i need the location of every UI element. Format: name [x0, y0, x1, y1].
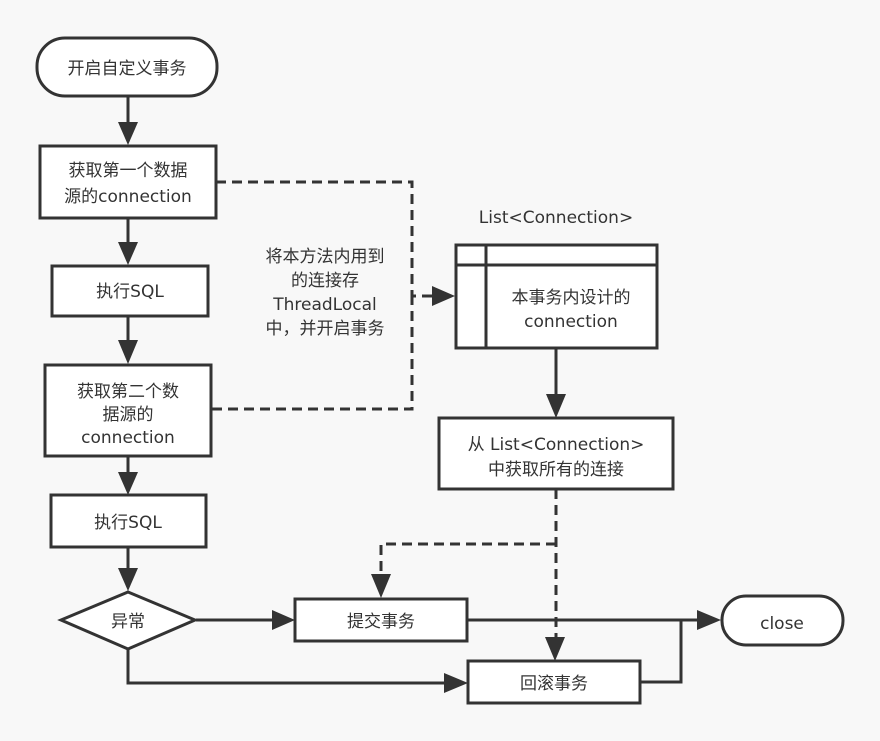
execute-sql-1-node[interactable]: 执行SQL	[50, 264, 210, 318]
get-connection-2-node[interactable]: 获取第二个数 据源的 connection	[43, 363, 213, 458]
arrowhead-right	[272, 610, 295, 630]
arrowhead-right	[444, 673, 468, 693]
arrowhead-down	[371, 574, 391, 598]
arrowhead-right	[697, 610, 721, 630]
rollback-transaction-node[interactable]: 回滚事务	[466, 659, 642, 705]
get-connection-1-label-line2: 源的connection	[64, 187, 192, 207]
exception-decision-label: 异常	[111, 612, 145, 632]
close-node[interactable]: close	[720, 594, 845, 647]
arrowheads	[118, 122, 721, 693]
edge-get-conn2-to-conn-list	[212, 296, 414, 411]
execute-sql-2-node[interactable]: 执行SQL	[49, 493, 208, 549]
fetch-all-connections-label-line2: 中获取所有的连接	[488, 460, 624, 480]
commit-transaction-label: 提交事务	[347, 612, 415, 632]
annotation-line1: 将本方法内用到	[266, 247, 385, 267]
dashed-edges	[212, 180, 558, 642]
rollback-transaction-label: 回滚事务	[520, 674, 588, 694]
annotation-line4: 中，并开启事务	[266, 319, 385, 339]
connection-list-node[interactable]: 本事务内设计的 connection	[454, 243, 659, 350]
start-node[interactable]: 开启自定义事务	[35, 36, 219, 98]
edge-exception-to-rollback	[126, 648, 452, 685]
annotation-line2: 的连接存	[291, 271, 359, 291]
threadlocal-annotation: 将本方法内用到 的连接存 ThreadLocal 中，并开启事务	[266, 247, 385, 339]
edges	[126, 96, 706, 685]
fetch-all-connections-node[interactable]: 从 List<Connection> 中获取所有的连接	[437, 416, 675, 491]
arrowhead-down	[118, 122, 138, 145]
edge-get-conn1-to-conn-list	[216, 180, 436, 298]
arrowhead-down	[118, 472, 138, 495]
arrowhead-down	[118, 568, 138, 591]
close-node-label: close	[760, 614, 804, 634]
fetch-all-connections-label-line1: 从 List<Connection>	[468, 435, 645, 455]
connection-list-label-line2: connection	[524, 312, 618, 332]
arrowhead-down	[118, 340, 138, 364]
get-connection-2-label-line1: 获取第二个数	[77, 382, 179, 402]
exception-decision-node[interactable]: 异常	[57, 590, 199, 651]
get-connection-2-label-line3: connection	[81, 428, 175, 448]
connection-list-title: List<Connection>	[479, 208, 633, 228]
edge-rollback-to-close	[640, 620, 683, 684]
arrowhead-down	[545, 637, 565, 661]
annotation-line3: ThreadLocal	[272, 295, 377, 315]
edge-fetch-all-to-commit	[379, 542, 556, 580]
commit-transaction-node[interactable]: 提交事务	[293, 597, 469, 643]
arrowhead-down	[118, 242, 138, 265]
get-connection-1-node[interactable]: 获取第一个数据 源的connection	[38, 144, 218, 220]
get-connection-1-label-line1: 获取第一个数据	[69, 161, 188, 181]
connection-list-label-line1: 本事务内设计的	[512, 288, 631, 308]
start-node-label: 开启自定义事务	[68, 59, 187, 79]
execute-sql-2-label: 执行SQL	[94, 513, 162, 533]
arrowhead-down	[546, 394, 566, 418]
get-connection-2-label-line2: 据源的	[103, 405, 154, 425]
execute-sql-1-label: 执行SQL	[96, 282, 164, 302]
arrowhead-right	[432, 286, 455, 306]
